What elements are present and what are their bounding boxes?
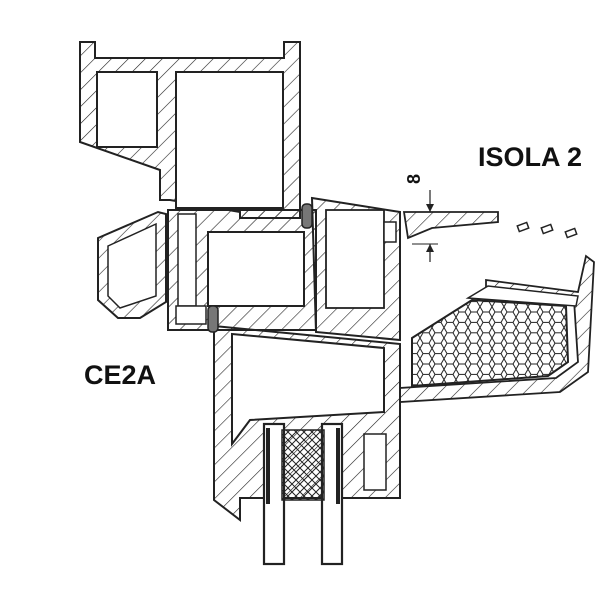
dimension-value-label: 8 [404,173,424,184]
lower-sash-profile [213,324,401,523]
upper-frame-profile [79,41,301,219]
glazing-bead [262,422,344,566]
dimension-marker [412,190,438,262]
right-sash-profile [310,196,401,342]
central-connector [167,209,317,331]
gaskets [207,203,313,333]
insulation-shell [399,211,595,403]
left-bracket [97,210,167,319]
profile-label-isola: ISOLA 2 [478,142,583,172]
profile-label-ce2a: CE2A [84,360,157,390]
